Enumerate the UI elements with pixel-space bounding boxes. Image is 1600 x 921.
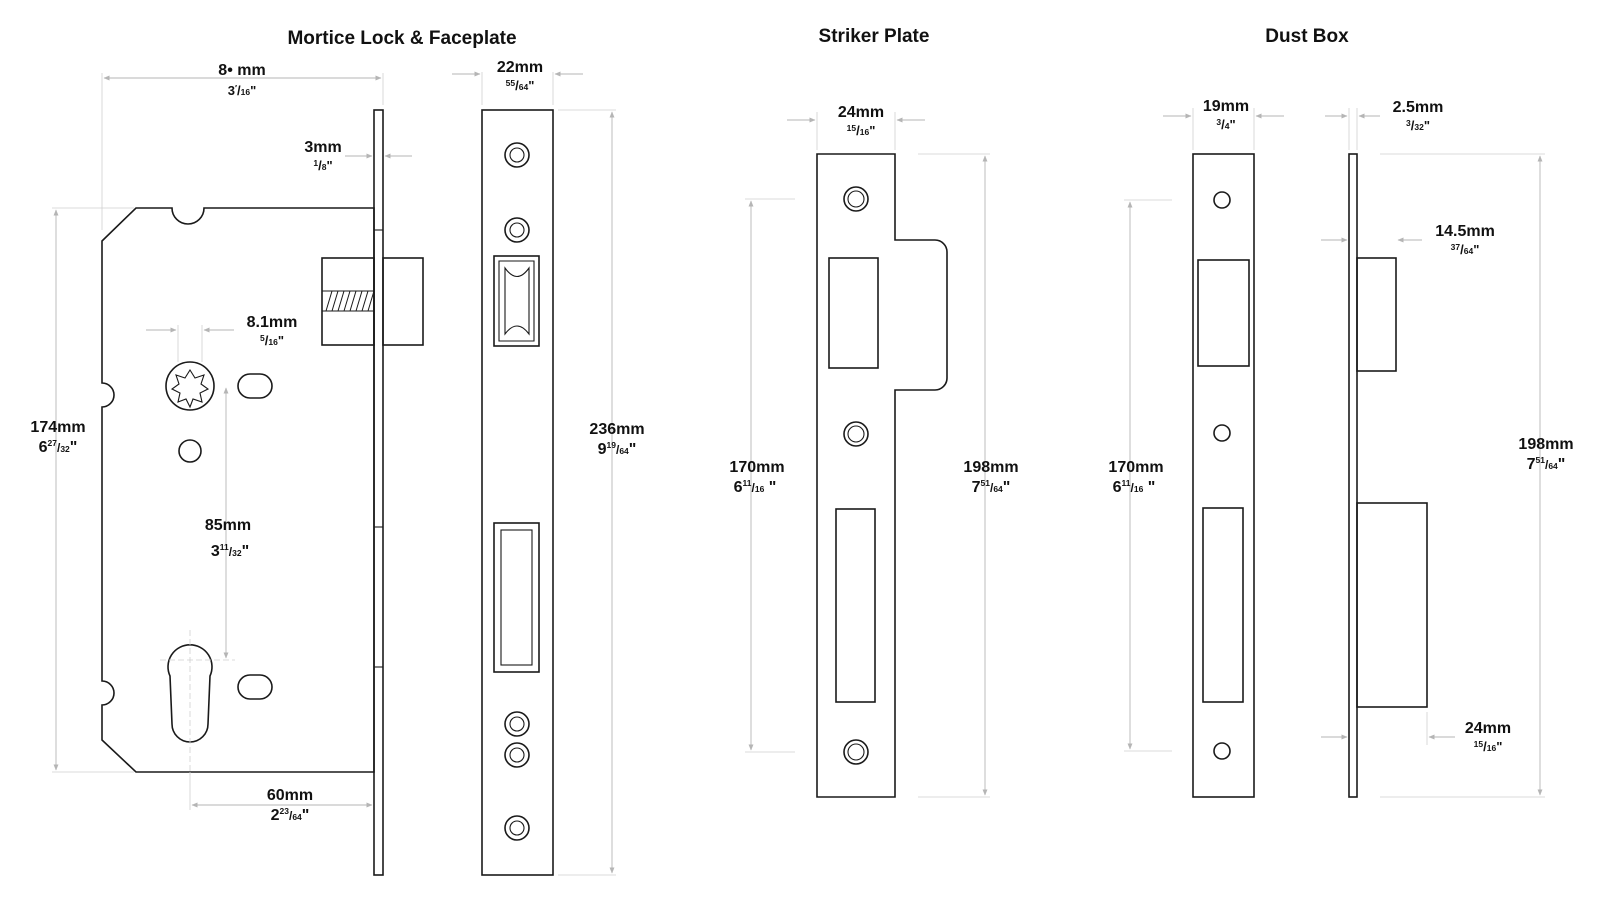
svg-text:751/64": 751/64" [972,478,1011,496]
mortice-lock-body [101,109,424,876]
title-striker-plate: Striker Plate [819,26,930,47]
label-faceplate-thickness: 3mm 1/8" [304,139,341,173]
label-backset-60: 60mm 223/64" [267,787,313,824]
label-dust-centres: 170mm 611/16 " [1108,459,1163,496]
label-dust-thickness: 2.5mm 3/32" [1393,99,1444,133]
label-striker-centres: 170mm 611/16 " [729,459,784,496]
svg-text:60mm: 60mm [267,787,313,804]
svg-text:3/4": 3/4" [1216,117,1235,132]
svg-text:3′/16": 3′/16" [228,83,257,98]
fixing-slot [237,373,273,399]
dust-box-front [1192,153,1255,798]
label-striker-height: 198mm 751/64" [963,459,1018,496]
svg-text:15/16": 15/16" [847,123,876,138]
label-dust-box-depth: 24mm 15/16" [1465,720,1511,754]
label-dust-width: 19mm 3/4" [1203,98,1249,132]
svg-text:8• mm: 8• mm [218,62,265,79]
svg-text:2.5mm: 2.5mm [1393,99,1444,116]
label-lock-height: 174mm 627/32" [30,419,85,456]
label-faceplate-height: 236mm 919/64" [589,421,644,458]
svg-text:3mm: 3mm [304,139,341,156]
svg-text:170mm: 170mm [1108,459,1163,476]
svg-text:15/16": 15/16" [1474,739,1503,754]
fixing-slot-lower [237,674,273,700]
svg-text:198mm: 198mm [1518,436,1573,453]
svg-text:85mm: 85mm [205,517,251,534]
lock-faceplate-side [373,109,384,876]
latch-bolt [321,257,375,346]
spindle-star-icon [170,368,210,409]
fixing-hole [178,439,202,463]
svg-text:236mm: 236mm [589,421,644,438]
svg-text:919/64": 919/64" [598,440,637,458]
svg-text:37/64": 37/64" [1451,242,1480,257]
latch-spring [322,290,375,312]
svg-text:3/32": 3/32" [1406,118,1430,133]
svg-text:14.5mm: 14.5mm [1435,223,1495,240]
svg-text:22mm: 22mm [497,59,543,76]
svg-text:198mm: 198mm [963,459,1018,476]
svg-text:1/8": 1/8" [313,158,332,173]
svg-text:8.1mm: 8.1mm [247,314,298,331]
svg-text:627/32": 627/32" [39,438,78,456]
title-mortice-lock: Mortice Lock & Faceplate [287,28,516,49]
svg-text:55/64": 55/64" [506,78,535,93]
svg-text:24mm: 24mm [1465,720,1511,737]
label-spindle: 8.1mm 5/16" [247,314,298,348]
svg-text:611/16 ": 611/16 " [734,478,777,496]
svg-text:5/16": 5/16" [260,333,284,348]
striker-plate [816,153,948,798]
svg-text:170mm: 170mm [729,459,784,476]
label-backset: 8• mm 3′/16" [218,62,265,98]
label-faceplate-width: 22mm 55/64" [497,59,543,93]
euro-cylinder-cutout [167,644,213,743]
dimension-lines [52,71,1545,876]
svg-text:223/64": 223/64" [271,806,310,824]
svg-text:24mm: 24mm [838,104,884,121]
svg-text:311/32": 311/32" [211,542,249,560]
title-dust-box: Dust Box [1265,26,1349,47]
svg-text:174mm: 174mm [30,419,85,436]
latch-tongue [382,257,424,346]
svg-text:19mm: 19mm [1203,98,1249,115]
spindle-follower [165,361,215,411]
dust-box-side [1348,153,1428,798]
svg-text:611/16 ": 611/16 " [1113,478,1156,496]
label-dust-height: 198mm 751/64" [1518,436,1573,473]
label-centres: 85mm 311/32" [205,517,251,560]
label-striker-width: 24mm 15/16" [838,104,884,138]
faceplate-front [481,109,554,876]
svg-text:751/64": 751/64" [1527,455,1566,473]
label-dust-depth: 14.5mm 37/64" [1435,223,1495,257]
